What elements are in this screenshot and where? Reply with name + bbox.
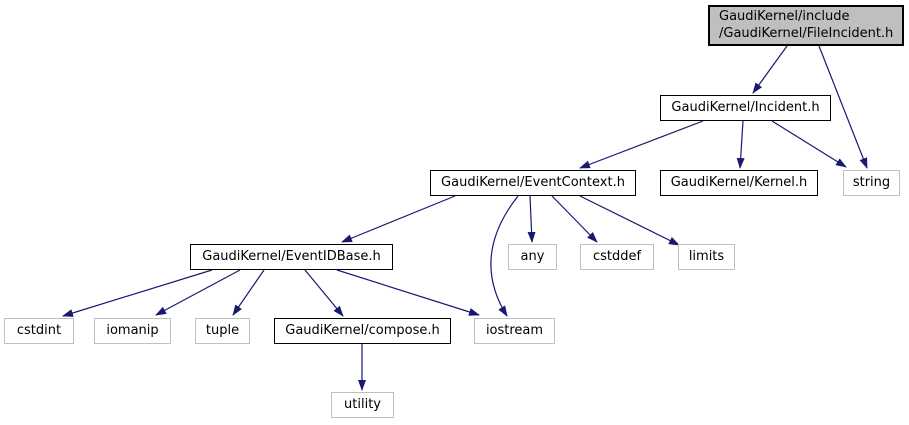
graph-node-compose-h[interactable]: GaudiKernel/compose.h xyxy=(274,318,451,344)
graph-node-event-id-base-h[interactable]: GaudiKernel/EventIDBase.h xyxy=(190,244,393,270)
graph-node-string[interactable]: string xyxy=(843,170,900,196)
edge-incident-h-to-event-context-h xyxy=(579,120,704,169)
graph-node-iomanip[interactable]: iomanip xyxy=(94,318,171,344)
edge-event-context-h-to-event-id-base-h xyxy=(341,195,456,243)
edge-event-context-h-to-cstddef xyxy=(551,195,598,243)
graph-node-kernel-h[interactable]: GaudiKernel/Kernel.h xyxy=(660,170,818,196)
graph-node-cstddef[interactable]: cstddef xyxy=(580,244,654,270)
graph-node-tuple[interactable]: tuple xyxy=(195,318,250,344)
edge-event-id-base-h-to-tuple xyxy=(232,269,265,316)
graph-node-event-context-h[interactable]: GaudiKernel/EventContext.h xyxy=(430,170,636,196)
edge-incident-h-to-kernel-h xyxy=(736,120,745,169)
graph-node-file-incident-h[interactable]: GaudiKernel/include /GaudiKernel/FileInc… xyxy=(708,5,904,46)
edge-incident-h-to-string xyxy=(771,120,847,168)
graph-node-any[interactable]: any xyxy=(508,244,557,270)
graph-node-utility[interactable]: utility xyxy=(331,392,394,418)
edge-event-id-base-h-to-iostream xyxy=(336,269,480,316)
graph-node-iostream[interactable]: iostream xyxy=(474,318,555,344)
edge-event-id-base-h-to-cstdint xyxy=(62,269,213,317)
edge-file-incident-h-to-incident-h xyxy=(752,45,788,94)
edge-event-context-h-to-limits xyxy=(579,195,680,246)
edge-event-context-h-to-any xyxy=(527,195,536,243)
graph-node-limits[interactable]: limits xyxy=(678,244,735,270)
edge-event-id-base-h-to-compose-h xyxy=(304,269,344,317)
graph-node-cstdint[interactable]: cstdint xyxy=(4,318,74,344)
edge-event-id-base-h-to-iomanip xyxy=(155,269,241,316)
graph-node-incident-h[interactable]: GaudiKernel/Incident.h xyxy=(660,95,831,121)
